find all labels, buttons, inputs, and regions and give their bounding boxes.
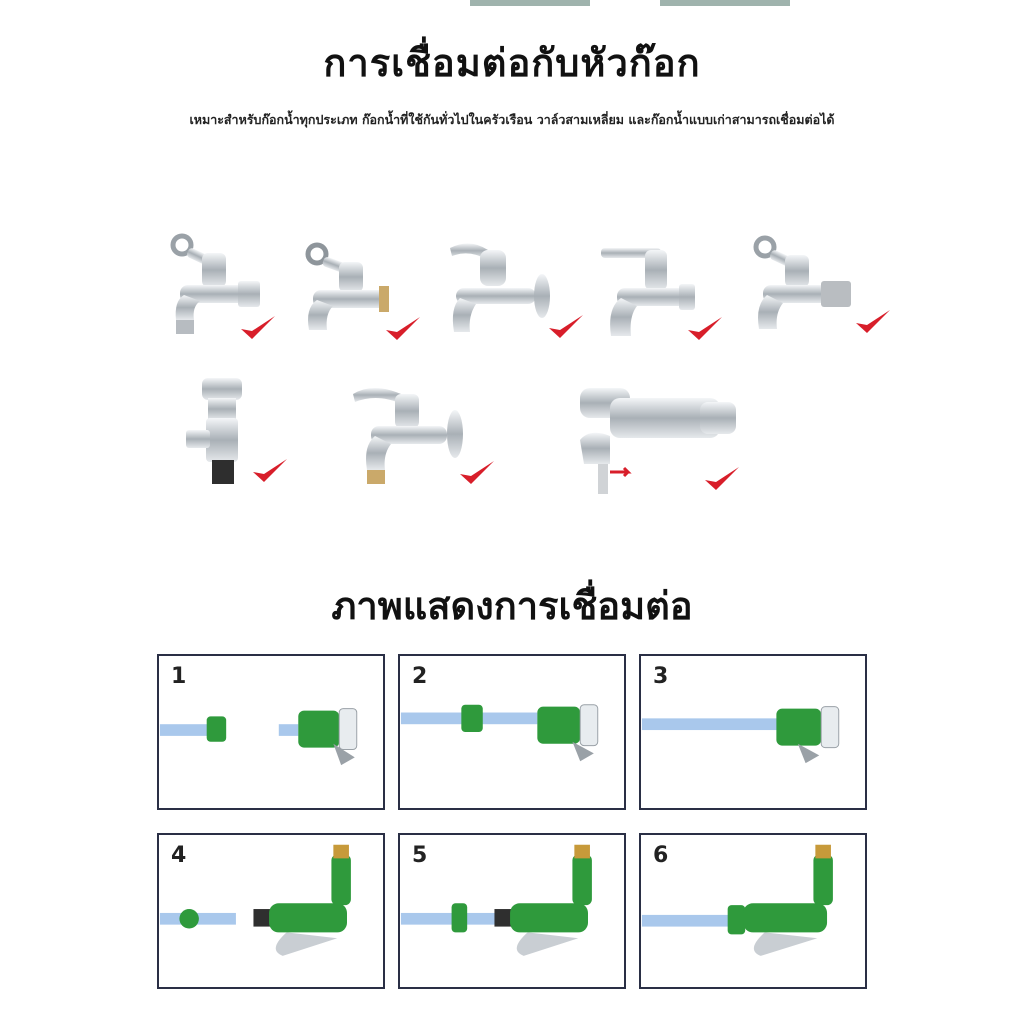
angle-valve-icon [186,378,242,484]
faucet-item-8 [570,368,750,498]
faucet-item-3 [440,228,590,358]
checkmark-icon [705,467,739,490]
step-number: 4 [171,843,187,868]
step-panel-1: 1 [157,654,385,810]
faucet-item-2 [295,228,445,358]
step-panel-5: 5 [398,833,626,989]
heading-connection: การเชื่อมต่อกับหัวก๊อก [323,41,701,85]
step-number: 5 [412,843,428,868]
checkmark-icon [386,317,420,340]
step-panel-2: 2 [398,654,626,810]
step-panel-3: 3 [639,654,867,810]
faucet-item-4 [595,228,745,358]
faucet-item-1 [160,225,310,355]
step-number: 2 [412,664,428,689]
step-number: 1 [171,664,187,689]
step-number: 6 [653,843,669,868]
step-panel-6: 6 [639,833,867,989]
faucet-icon [305,242,389,330]
mixer-valve-icon [580,388,736,494]
heading-steps: ภาพแสดงการเชื่อมต่อ [331,584,693,628]
checkmark-icon [241,316,275,339]
faucet-icon [450,243,550,332]
faucet-icon [170,233,260,334]
checkmark-icon [253,459,287,482]
step-number: 3 [653,664,669,689]
faucet-item-5 [745,225,895,355]
faucet-icon [601,248,695,336]
checkmark-icon [856,310,890,333]
step-panel-4: 4 [157,833,385,989]
checkmark-icon [549,315,583,338]
checkmark-icon [460,461,494,484]
checkmark-icon [688,317,722,340]
faucet-item-7 [345,372,495,502]
description-text: เหมาะสำหรับก๊อกน้ำทุกประเภท ก๊อกน้ำที่ใช… [189,112,835,127]
faucet-item-6 [180,372,330,502]
faucet-icon [753,235,851,329]
top-decoration [470,0,790,8]
faucet-icon [353,388,463,484]
